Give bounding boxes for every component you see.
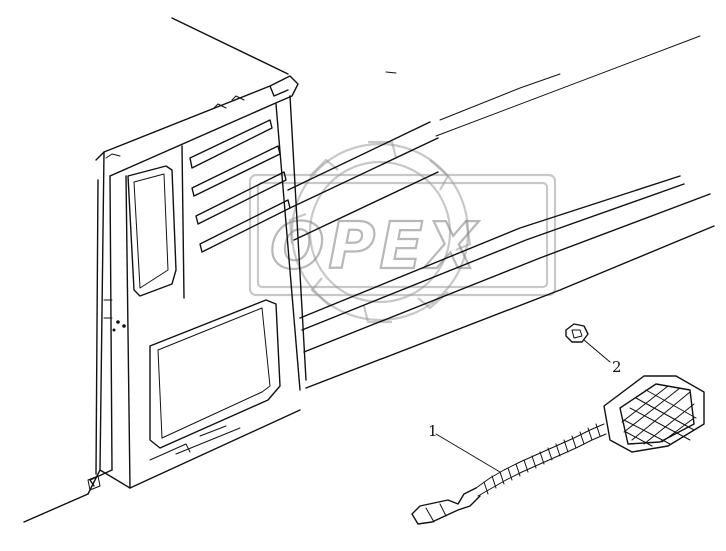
- part-1-harness: 1: [411, 375, 705, 525]
- watermark-text: OPEX: [270, 210, 480, 284]
- callout-1-leader: [435, 433, 501, 473]
- gear-watermark-icon: [288, 140, 472, 324]
- callout-2-label: 2: [612, 358, 622, 376]
- callout-1-label: 1: [428, 422, 438, 440]
- part-2-clip-nut: 2: [565, 323, 622, 376]
- opex-watermark: OPEX: [248, 140, 557, 324]
- vehicle-side-panel: [23, 17, 715, 523]
- callout-2-leader: [583, 339, 611, 363]
